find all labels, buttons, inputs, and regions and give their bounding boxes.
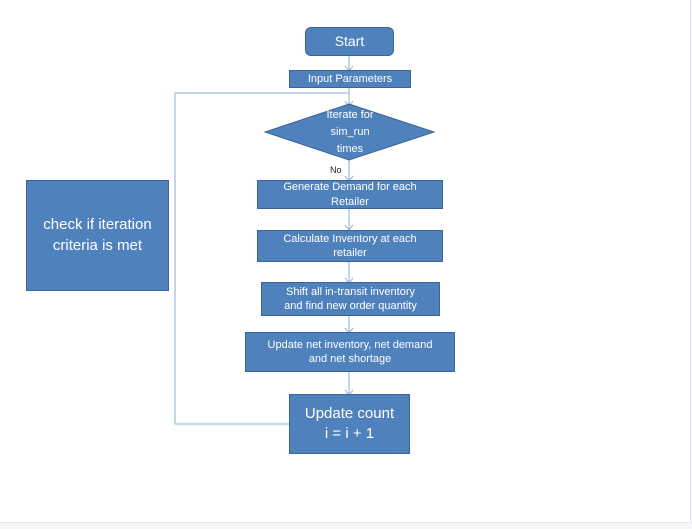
generate-demand-node: Generate Demand for each Retailer	[257, 180, 443, 209]
calculate-inventory-node: Calculate Inventory at each retailer	[257, 230, 443, 262]
calculate-inventory-label: Calculate Inventory at each retailer	[283, 232, 417, 259]
no-branch-label: No	[330, 165, 342, 175]
decision-diamond	[263, 103, 436, 161]
check-criteria-label: check if iteration criteria is met	[43, 216, 152, 254]
shift-inventory-node: Shift all in-transit inventory and find …	[261, 282, 440, 316]
update-count-node: Update count i = i + 1	[289, 394, 410, 454]
check-criteria-node: check if iteration criteria is met	[26, 180, 169, 291]
update-count-label: Update count i = i + 1	[304, 404, 395, 442]
input-parameters-label: Input Parameters	[307, 72, 393, 85]
input-parameters-node: Input Parameters	[289, 70, 411, 88]
shift-inventory-label: Shift all in-transit inventory and find …	[284, 285, 417, 312]
start-label: Start	[334, 33, 365, 50]
update-net-label: Update net inventory, net demand and net…	[267, 338, 433, 365]
connector-loop-back	[174, 92, 349, 425]
start-node: Start	[305, 27, 394, 56]
decision-label: Iterate for sim_run times	[326, 109, 374, 156]
update-net-node: Update net inventory, net demand and net…	[245, 332, 455, 372]
generate-demand-label: Generate Demand for each Retailer	[283, 181, 417, 208]
